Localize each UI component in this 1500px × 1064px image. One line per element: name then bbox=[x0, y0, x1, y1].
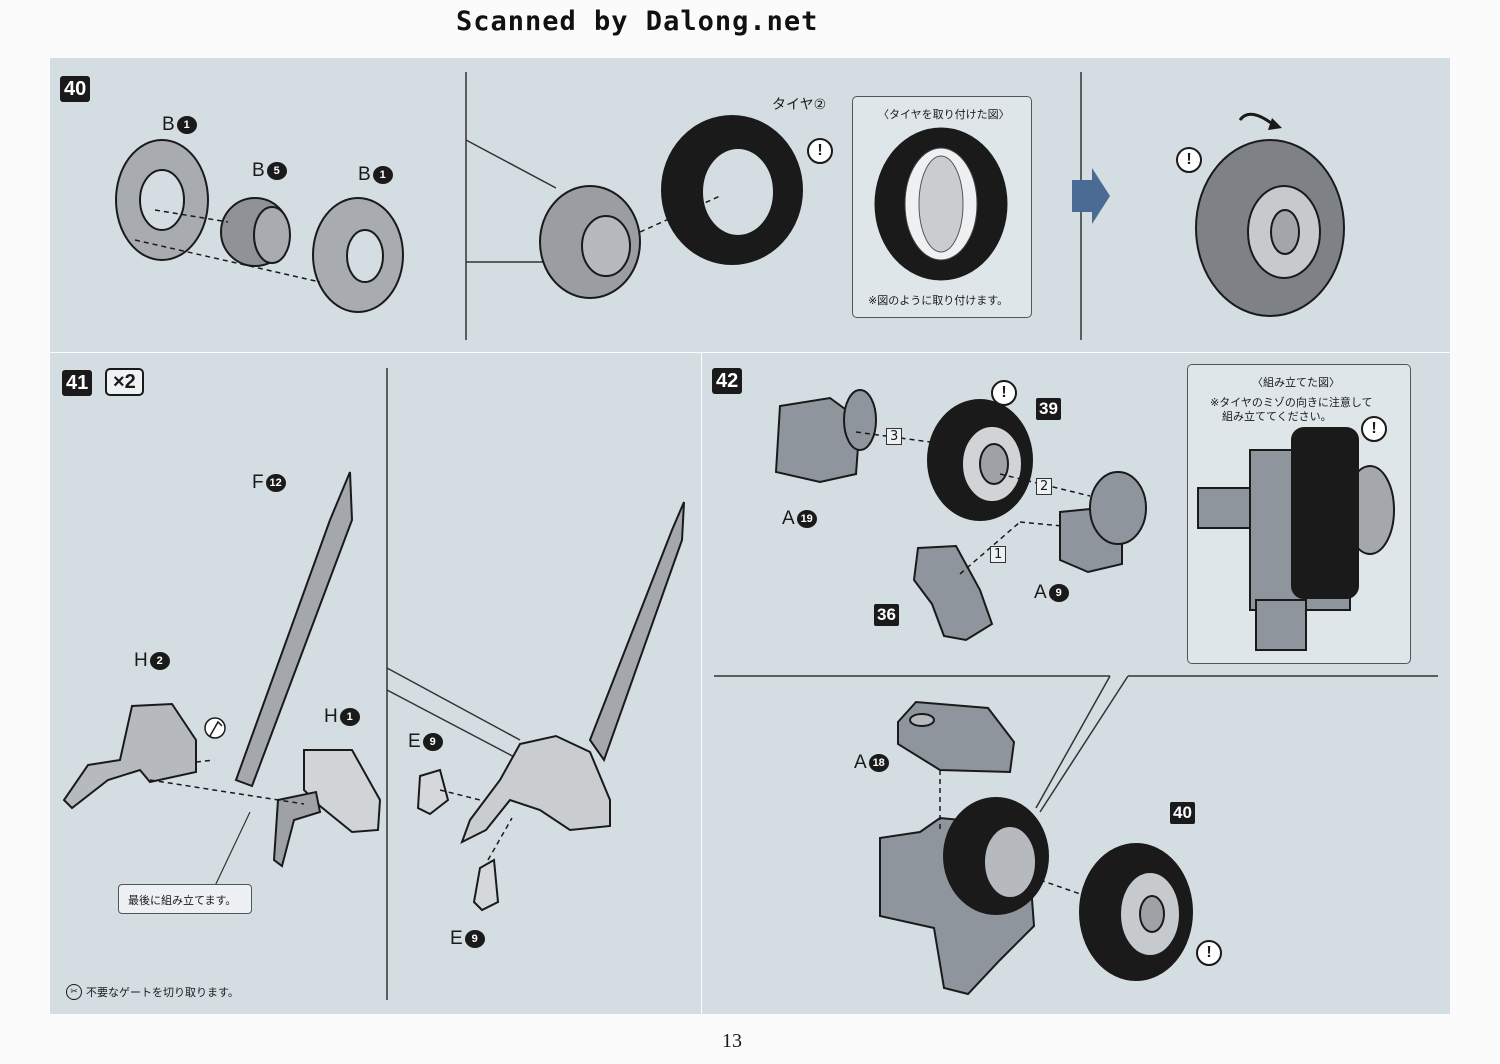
inset-note: ※図のように取り付けます。 bbox=[868, 294, 1009, 307]
tire-label: タイヤ② bbox=[772, 97, 827, 113]
step-42-badge: 42 bbox=[712, 368, 743, 394]
assembled-inset-note-2: 組み立ててください。 bbox=[1222, 410, 1332, 423]
gate-cut-icon: ✂ bbox=[66, 984, 82, 1000]
assembly-order-2: 2 bbox=[1036, 478, 1053, 495]
gate-note: ✂ 不要なゲートを切り取ります。 bbox=[66, 984, 239, 1000]
assembly-order-1: 1 bbox=[990, 546, 1007, 563]
page-number: 13 bbox=[722, 1030, 742, 1052]
step-ref-36: 36 bbox=[874, 604, 899, 626]
watermark: Scanned by Dalong.net bbox=[456, 6, 819, 37]
gate-cut-icon bbox=[204, 717, 226, 739]
caution-icon: ! bbox=[1176, 147, 1202, 173]
assembly-order-3: 3 bbox=[886, 428, 903, 445]
step-ref-39: 39 bbox=[1036, 398, 1061, 420]
quantity-multiplier: ×2 bbox=[105, 368, 144, 396]
last-assembly-note: 最後に組み立てます。 bbox=[128, 894, 237, 907]
last-assembly-note-box bbox=[118, 884, 252, 914]
step-ref-40: 40 bbox=[1170, 802, 1195, 824]
assembled-inset-title: 〈組み立てた図〉 bbox=[1252, 376, 1340, 389]
caution-icon: ! bbox=[1361, 416, 1387, 442]
step-40-badge: 40 bbox=[60, 76, 91, 102]
assembled-inset-note-1: ※タイヤのミゾの向きに注意して bbox=[1210, 396, 1373, 409]
caution-icon: ! bbox=[807, 138, 833, 164]
caution-icon: ! bbox=[991, 380, 1017, 406]
inset-title: 〈タイヤを取り付けた図〉 bbox=[878, 108, 1010, 121]
step-41-badge: 41 bbox=[62, 370, 93, 396]
gate-note-text: 不要なゲートを切り取ります。 bbox=[86, 986, 239, 999]
caution-icon: ! bbox=[1196, 940, 1222, 966]
